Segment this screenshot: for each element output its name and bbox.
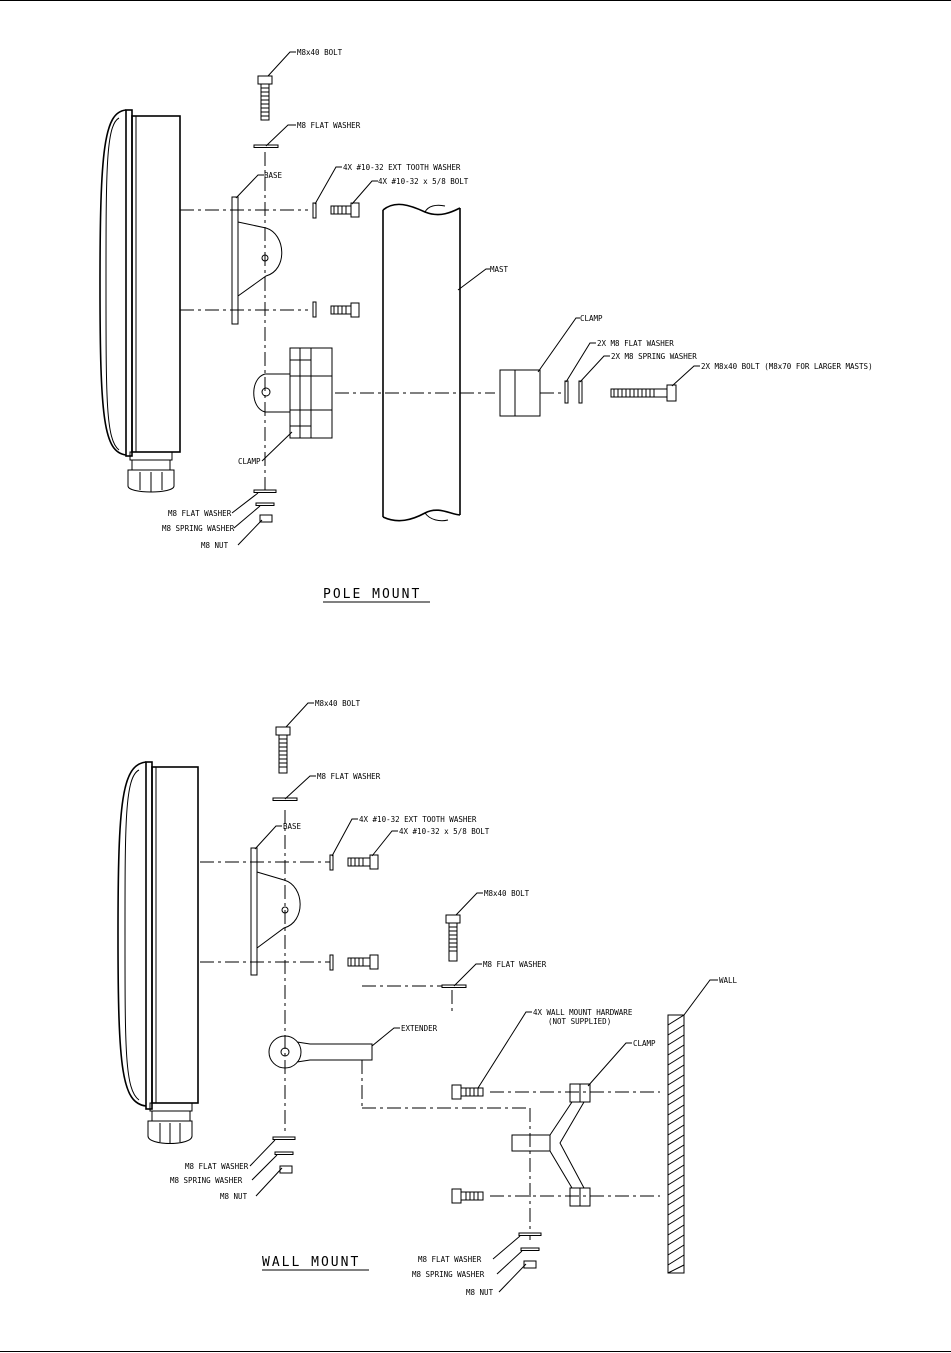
label-clamp-right-pole: CLAMP xyxy=(580,314,603,323)
label-small-bolt-pole: 4X #10-32 x 5/8 BOLT xyxy=(378,177,469,186)
label-clamp-nut: M8 NUT xyxy=(466,1288,494,1297)
label-base-pole: BASE xyxy=(264,171,283,180)
small-bolt-lower xyxy=(330,302,360,318)
label-clamp-wall: CLAMP xyxy=(633,1039,656,1048)
label-bottom-flat-washer-pole: M8 FLAT WASHER xyxy=(168,509,232,518)
label-bottom-spring-washer-pole: M8 SPRING WASHER xyxy=(162,524,235,533)
label-wall: WALL xyxy=(719,976,738,985)
enclosure-wall xyxy=(117,761,199,1144)
top-washer-wall xyxy=(272,797,298,801)
small-bolt-upper-wall xyxy=(347,854,379,870)
label-mast: MAST xyxy=(490,265,509,274)
top-bolt-wall xyxy=(275,726,291,774)
spring-washer-2x xyxy=(578,380,583,404)
pole-mount-title: POLE MOUNT xyxy=(323,587,421,602)
label-base-wall: BASE xyxy=(283,822,302,831)
base-wall xyxy=(250,847,301,976)
label-small-bolt-wall: 4X #10-32 x 5/8 BOLT xyxy=(399,827,490,836)
top-bolt-pole xyxy=(257,75,273,121)
wall xyxy=(667,1014,685,1274)
top-washer-pole xyxy=(253,144,279,148)
label-bottom-nut-wall: M8 NUT xyxy=(220,1192,248,1201)
small-bolt-lower-wall xyxy=(347,954,379,970)
label-top-bolt-pole: M8x40 BOLT xyxy=(297,48,343,57)
label-clamp-spring-washer: M8 SPRING WASHER xyxy=(412,1270,485,1279)
bottom-spring-washer-pole xyxy=(255,502,275,506)
label-top-flat-washer-pole: M8 FLAT WASHER xyxy=(297,121,361,130)
clamp-left-pole xyxy=(253,347,333,439)
label-flat-washer-2x: 2X M8 FLAT WASHER xyxy=(597,339,674,348)
label-clamp-flat-washer: M8 FLAT WASHER xyxy=(418,1255,482,1264)
extender-bolt xyxy=(445,914,461,962)
label-ext-flat-washer: M8 FLAT WASHER xyxy=(483,960,547,969)
extender xyxy=(268,1035,373,1069)
flat-washer-2x xyxy=(564,380,569,404)
clamp-right-pole xyxy=(499,369,541,417)
long-bolt xyxy=(610,384,677,402)
label-wall-hardware: 4X WALL MOUNT HARDWARE xyxy=(533,1008,633,1017)
small-bolt-upper xyxy=(330,202,360,218)
label-not-supplied: (NOT SUPPLIED) xyxy=(548,1017,611,1026)
label-spring-washer-2x: 2X M8 SPRING WASHER xyxy=(611,352,697,361)
extender-washer xyxy=(441,984,467,988)
enclosure-pole xyxy=(99,109,181,493)
label-ext-tooth-washer-wall: 4X #10-32 EXT TOOTH WASHER xyxy=(359,815,477,824)
label-ext-bolt: M8x40 BOLT xyxy=(484,889,530,898)
tooth-washer-lower xyxy=(312,301,317,318)
header-rule xyxy=(0,0,951,1)
pole-mount-diagram: M8x40 BOLT M8 FLAT WASHER BASE 4X #10-32… xyxy=(99,48,873,603)
label-ext-tooth-washer-pole: 4X #10-32 EXT TOOTH WASHER xyxy=(343,163,461,172)
wall-mount-diagram: M8x40 BOLT M8 FLAT WASHER BASE 4X #10-32… xyxy=(117,699,738,1297)
wall-clamp xyxy=(511,1083,591,1207)
footer-rule xyxy=(0,1351,951,1352)
wall-screw-lower xyxy=(451,1188,484,1204)
bottom-flat-washer-pole xyxy=(253,489,277,493)
label-extender: EXTENDER xyxy=(401,1024,438,1033)
label-top-flat-washer-wall: M8 FLAT WASHER xyxy=(317,772,381,781)
tooth-washer-upper xyxy=(312,202,317,219)
mast xyxy=(382,203,461,522)
label-bottom-nut-pole: M8 NUT xyxy=(201,541,229,550)
label-clamp-left-pole: CLAMP xyxy=(238,457,261,466)
label-bottom-spring-washer-wall: M8 SPRING WASHER xyxy=(170,1176,243,1185)
label-long-bolt: 2X M8x40 BOLT (M8x70 FOR LARGER MASTS) xyxy=(701,362,873,371)
base-pole xyxy=(231,196,283,325)
label-top-bolt-wall: M8x40 BOLT xyxy=(315,699,361,708)
wall-mount-title: WALL MOUNT xyxy=(262,1255,360,1270)
label-bottom-flat-washer-wall: M8 FLAT WASHER xyxy=(185,1162,249,1171)
bottom-nut-pole xyxy=(259,514,273,523)
wall-screw-upper xyxy=(451,1084,484,1100)
